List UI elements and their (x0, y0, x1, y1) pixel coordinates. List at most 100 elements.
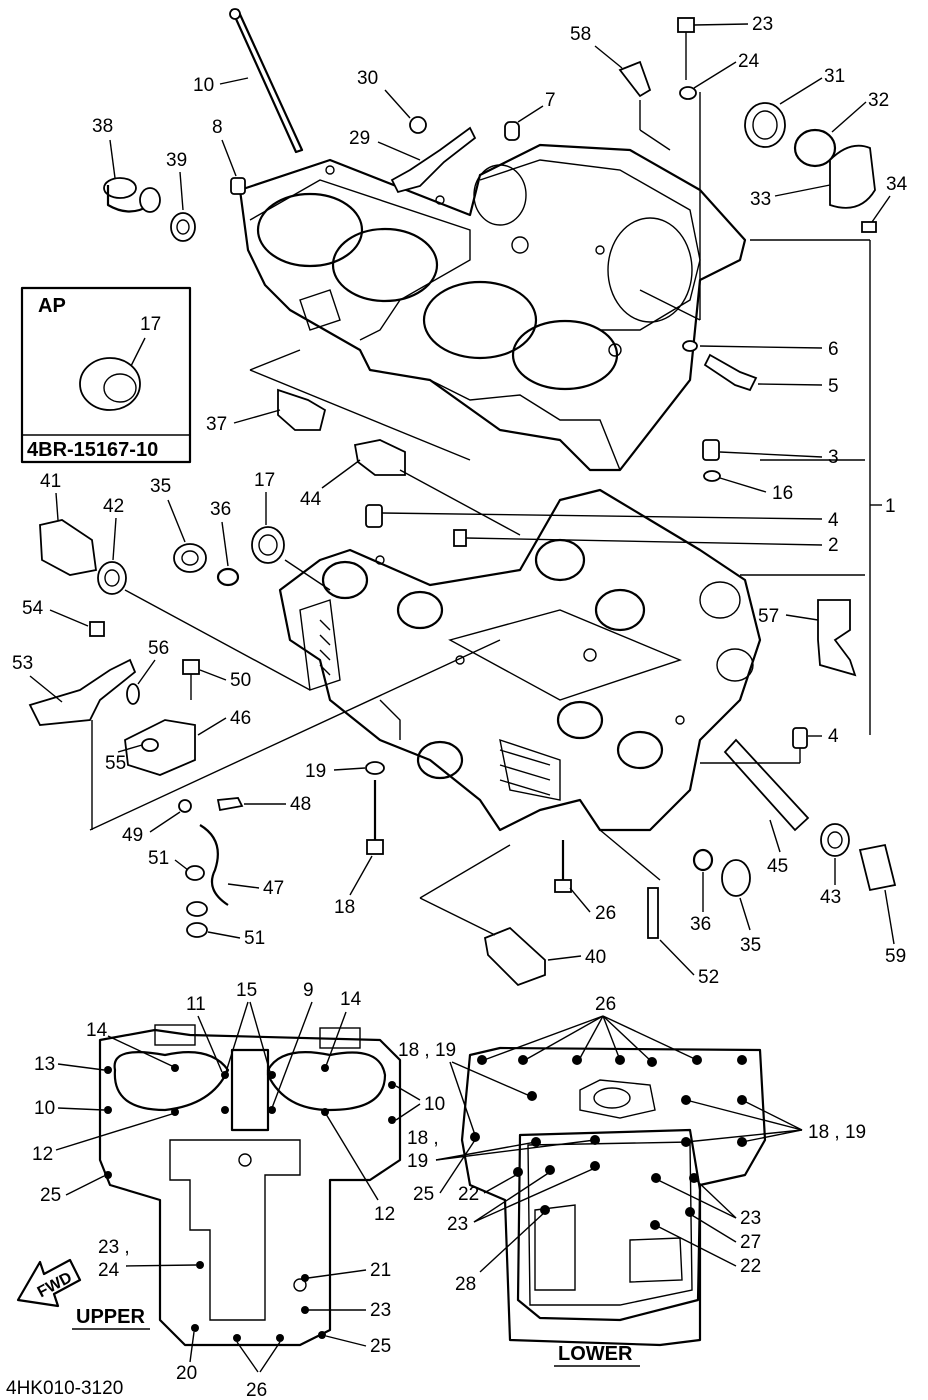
callout: 23 (752, 14, 773, 35)
callout: 28 (455, 1274, 476, 1295)
callout: 12 (374, 1204, 395, 1225)
callout: 24 (98, 1260, 120, 1281)
callout: 16 (772, 483, 793, 504)
callout: 24 (738, 51, 760, 72)
callout: 26 (595, 903, 616, 924)
callout: 6 (828, 339, 839, 360)
callout: 40 (585, 947, 606, 968)
callout: 46 (230, 708, 251, 729)
callout: 14 (86, 1020, 108, 1041)
inset-part-code: 4BR-15167-10 (27, 439, 158, 461)
inset-title: AP (38, 295, 66, 317)
callout: 23 , (98, 1237, 130, 1258)
callout: 51 (244, 928, 265, 949)
callout: 54 (22, 598, 44, 619)
callout: 34 (886, 174, 908, 195)
callout: 5 (828, 376, 839, 397)
callout: 52 (698, 967, 719, 988)
callout: 25 (413, 1184, 434, 1205)
figure-code: 4HK010-3120 (6, 1378, 123, 1399)
callout: 23 (740, 1208, 761, 1229)
callout: 51 (148, 848, 169, 869)
callout: 36 (210, 499, 231, 520)
main-callouts: 10 38 8 39 30 29 7 58 23 24 31 32 33 34 … (12, 14, 908, 988)
callout: 39 (166, 150, 187, 171)
callout: 17 (254, 470, 275, 491)
lower-view-callouts: 26 18 , 19 18 , 19 18 , 19 25 22 23 23 2… (398, 994, 866, 1367)
callout: 20 (176, 1363, 197, 1384)
callout: 18 , 19 (808, 1122, 866, 1143)
callout: 57 (758, 606, 779, 627)
callout: 31 (824, 66, 845, 87)
callout: 43 (820, 887, 841, 908)
callout: 19 (407, 1151, 428, 1172)
callout: 38 (92, 116, 113, 137)
callout: 32 (868, 90, 889, 111)
callout: 48 (290, 794, 311, 815)
callout: 18 , (407, 1128, 439, 1149)
callout: 9 (303, 980, 314, 1001)
callout: 14 (340, 989, 362, 1010)
inset-part-label: 17 (140, 314, 161, 335)
callout: 8 (212, 117, 223, 138)
callout: 1 (885, 496, 896, 517)
callout: 56 (148, 638, 169, 659)
callout: 42 (103, 496, 124, 517)
callout: 47 (263, 878, 284, 899)
callout: 53 (12, 653, 33, 674)
lower-crankcase (278, 488, 762, 832)
callout: 58 (570, 24, 591, 45)
lower-caption: LOWER (558, 1343, 633, 1365)
callout: 18 , 19 (398, 1040, 456, 1061)
callout: 25 (370, 1336, 391, 1357)
callout: 35 (740, 935, 761, 956)
callout: 2 (828, 535, 839, 556)
callout: 22 (458, 1184, 479, 1205)
callout: 22 (740, 1256, 761, 1277)
callout: 55 (105, 753, 126, 774)
fwd-arrow-icon: FWD (16, 1258, 82, 1308)
explode-lines (89, 92, 871, 936)
callout: 10 (34, 1098, 55, 1119)
callout: 23 (447, 1214, 468, 1235)
callout: 37 (206, 414, 227, 435)
callout: 7 (545, 90, 556, 111)
callout: 21 (370, 1260, 391, 1281)
callout: 11 (186, 994, 206, 1015)
callout: 44 (300, 489, 322, 510)
callout: 4 (828, 510, 839, 531)
callout: 35 (150, 476, 171, 497)
callout: 59 (885, 946, 906, 967)
callout: 45 (767, 856, 788, 877)
callout: 50 (230, 670, 251, 691)
callout: 13 (34, 1054, 55, 1075)
callout: 26 (595, 994, 616, 1015)
callout: 12 (32, 1144, 53, 1165)
callout: 27 (740, 1232, 761, 1253)
callout: 25 (40, 1185, 61, 1206)
callout: 10 (424, 1094, 445, 1115)
upper-case-view (98, 1024, 402, 1347)
callout: 19 (305, 761, 326, 782)
callout: 18 (334, 897, 355, 918)
upper-view-callouts: 11 15 9 14 14 13 10 10 12 12 25 23 , 24 … (16, 980, 445, 1400)
lower-case-view (460, 1046, 767, 1347)
callout: 29 (349, 128, 370, 149)
ap-inset: AP 17 4BR-15167-10 (20, 286, 192, 464)
callout: 33 (750, 189, 771, 210)
callout: 41 (40, 471, 61, 492)
upper-caption: UPPER (76, 1306, 145, 1328)
callout: 36 (690, 914, 711, 935)
small-parts (28, 8, 897, 987)
callout: 49 (122, 825, 143, 846)
callout: 3 (828, 447, 839, 468)
callout: 23 (370, 1300, 391, 1321)
callout: 15 (236, 980, 257, 1001)
callout: 4 (828, 726, 839, 747)
callout: 26 (246, 1380, 267, 1400)
callout: 10 (193, 75, 214, 96)
callout: 30 (357, 68, 378, 89)
upper-crankcase (238, 143, 747, 472)
